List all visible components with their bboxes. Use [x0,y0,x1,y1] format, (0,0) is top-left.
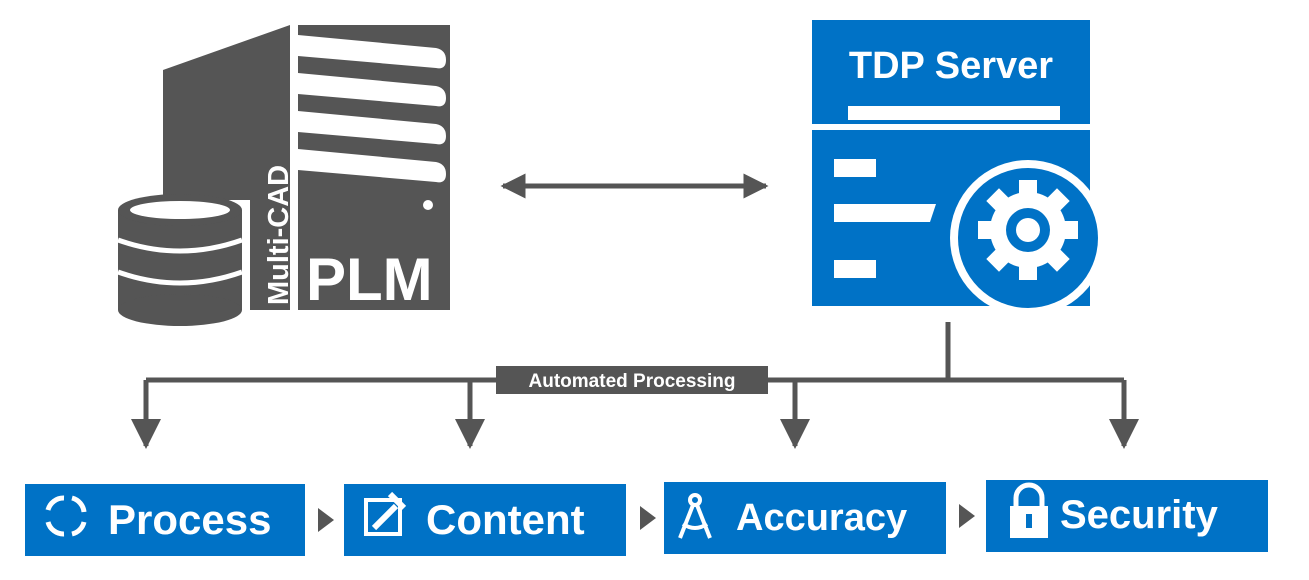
chevron-right-icon [640,506,656,530]
power-light [423,200,433,210]
automated-processing-label: Automated Processing [496,366,768,394]
pipeline-label: Accuracy [736,497,907,539]
compass-icon [678,493,712,539]
lock-icon [1010,482,1048,538]
pipeline-step-accuracy: Accuracy [664,482,946,554]
pipeline-label: Process [108,496,271,543]
pipeline-label: Content [426,496,585,543]
plm-front-label: PLM [306,246,433,313]
chevron-right-icon [318,508,334,532]
gear-icon [978,180,1078,280]
automated-processing-text: Automated Processing [529,371,736,392]
chevron-right-icon [959,504,975,528]
tdp-server-icon: TDP Server [812,20,1106,316]
edit-icon [364,491,407,536]
pipeline-label: Security [1060,493,1219,537]
database-icon [110,194,250,326]
pipeline-step-process: Process [25,484,305,556]
plm-side-label: Multi-CAD [263,165,295,305]
refresh-icon [45,495,87,537]
pipeline-step-security: Security [986,480,1268,552]
tdp-server-title: TDP Server [849,45,1053,87]
server-vents [298,35,446,183]
pipeline-step-content: Content [344,484,626,556]
